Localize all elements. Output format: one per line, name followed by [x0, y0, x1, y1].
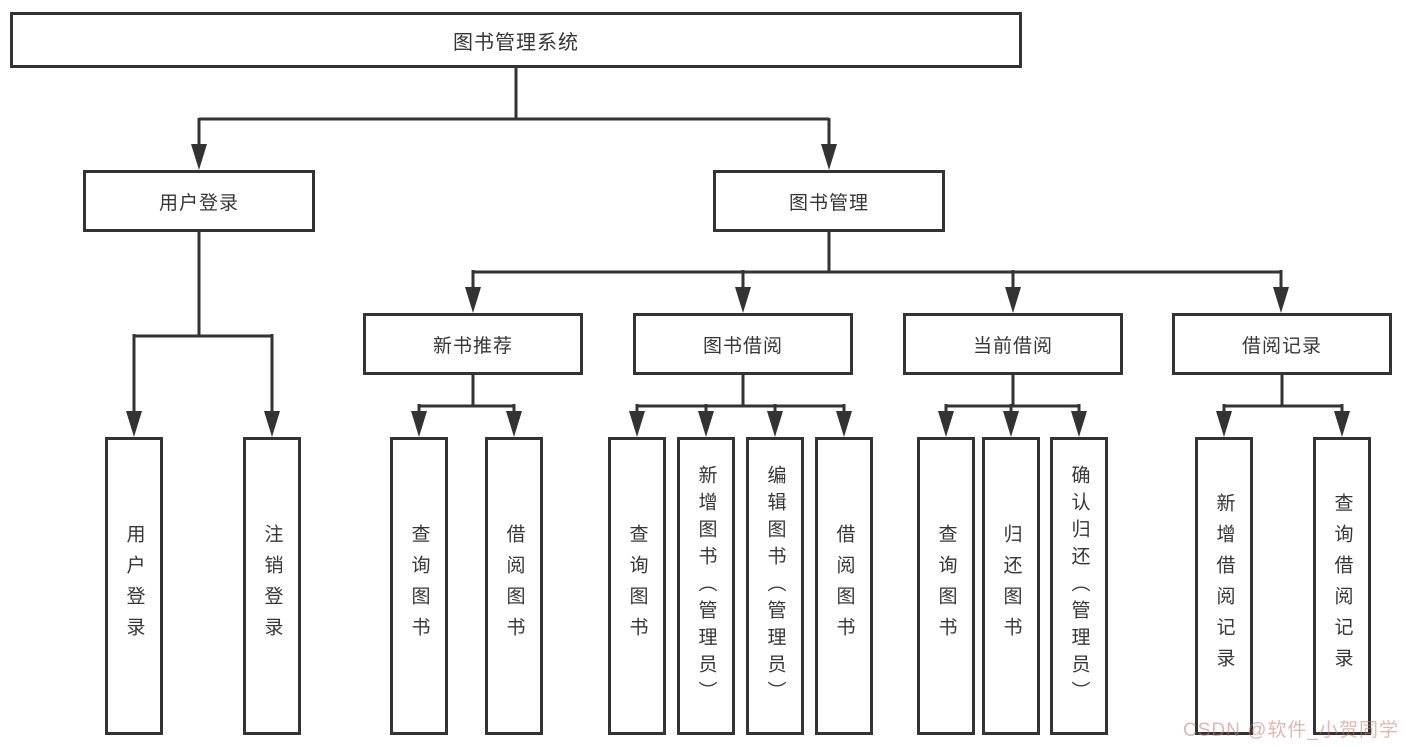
- node-user-login-branch: 用户登录: [83, 170, 315, 232]
- node-borrowing-records: 借阅记录: [1172, 313, 1392, 375]
- node-leaf-edit-books-admin: 编辑图书（管理员）: [746, 437, 804, 735]
- node-label: 借阅图书: [833, 524, 855, 648]
- node-label: 新增图书（管理员）: [695, 464, 717, 708]
- node-label: 编辑图书（管理员）: [764, 464, 786, 708]
- node-label: 查询借阅记录: [1331, 493, 1353, 679]
- node-label: 借阅图书: [503, 524, 525, 648]
- node-label: 归还图书: [1000, 524, 1022, 648]
- node-current-borrowing: 当前借阅: [903, 313, 1123, 375]
- node-leaf-add-borrow-record: 新增借阅记录: [1195, 437, 1253, 735]
- node-label: 查询图书: [626, 524, 648, 648]
- csdn-watermark: CSDN @软件_小贺同学: [1183, 720, 1399, 741]
- node-leaf-add-books-admin: 新增图书（管理员）: [677, 437, 735, 735]
- node-leaf-query-borrow-record: 查询借阅记录: [1313, 437, 1371, 735]
- node-book-borrowing: 图书借阅: [633, 313, 853, 375]
- node-library-management-system: 图书管理系统: [10, 12, 1022, 68]
- node-label: 新增借阅记录: [1213, 493, 1235, 679]
- node-leaf-logout: 注销登录: [243, 437, 301, 735]
- node-label: 查询图书: [408, 524, 430, 648]
- node-leaf-borrow-books-recommend: 借阅图书: [485, 437, 543, 735]
- node-leaf-query-books-current: 查询图书: [917, 437, 975, 735]
- node-leaf-user-login: 用户登录: [105, 437, 163, 735]
- node-label: 注销登录: [261, 524, 283, 648]
- arrowheads: [126, 144, 1350, 437]
- node-label: 确认归还（管理员）: [1068, 464, 1090, 708]
- node-leaf-return-books: 归还图书: [982, 437, 1040, 735]
- node-book-management-branch: 图书管理: [713, 170, 945, 232]
- node-leaf-query-books-borrow: 查询图书: [608, 437, 666, 735]
- node-leaf-borrow-books: 借阅图书: [815, 437, 873, 735]
- node-label: 查询图书: [935, 524, 957, 648]
- node-label: 用户登录: [123, 524, 145, 648]
- node-leaf-confirm-return-admin: 确认归还（管理员）: [1050, 437, 1108, 735]
- node-leaf-query-books-recommend: 查询图书: [390, 437, 448, 735]
- node-new-book-recommendation: 新书推荐: [363, 313, 583, 375]
